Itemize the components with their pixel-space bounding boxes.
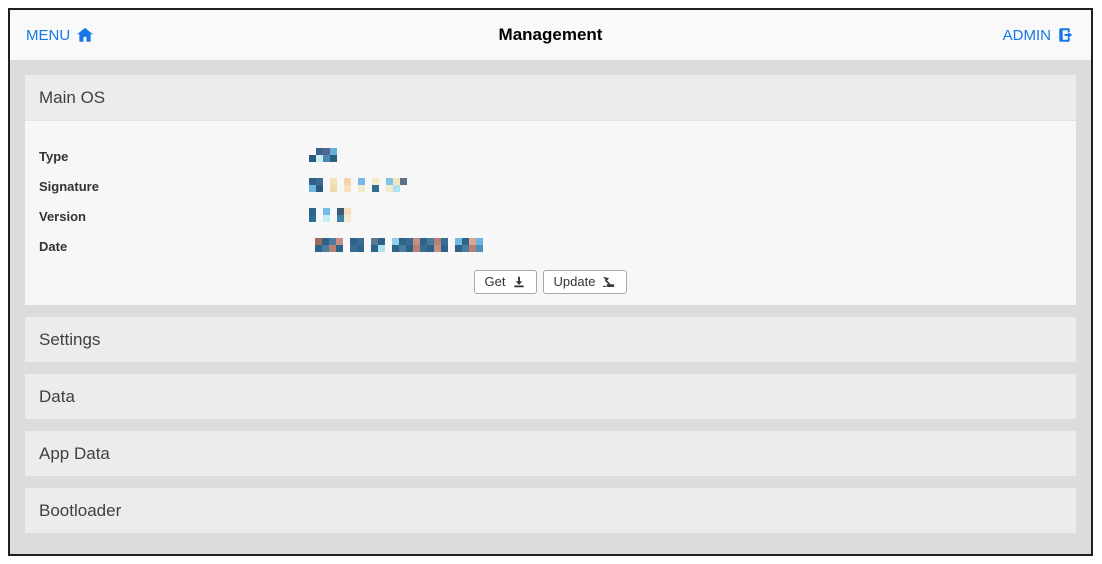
accordion-section-bootloader[interactable]: Bootloader [25,488,1076,533]
panel-app-data: App Data [25,431,1076,476]
get-button-label: Get [484,274,506,289]
panel-data: Data [25,374,1076,419]
field-value-version-redacted [309,208,351,222]
section-title: App Data [39,443,110,463]
field-label-type: Type [39,149,69,164]
section-title: Bootloader [39,500,122,520]
section-title: Data [39,386,75,406]
download-icon [513,276,524,287]
accordion-section-main-os[interactable]: Main OS [25,75,1076,120]
field-label-version: Version [39,209,86,224]
home-icon [77,27,94,42]
panel-bootloader: Bootloader [25,488,1076,533]
admin-link-label: ADMIN [1002,26,1052,44]
field-row-version: Version [39,208,1062,238]
update-button[interactable]: Update [542,270,628,294]
main-os-body: Type Signature Version Date [25,120,1076,305]
panel-settings: Settings [25,317,1076,362]
app-frame: MENU Management ADMIN [8,8,1093,556]
topbar-right: ADMIN [602,26,1075,44]
field-label-signature: Signature [39,179,99,194]
upload-icon [603,276,615,287]
field-row-signature: Signature [39,178,1062,208]
field-value-signature-redacted [309,178,407,192]
page-title: Management [498,25,603,44]
topbar-left: MENU [26,26,499,44]
field-row-type: Type [39,148,1062,178]
logout-icon [1059,28,1073,42]
update-button-label: Update [553,274,596,289]
get-button[interactable]: Get [473,270,537,294]
menu-link[interactable]: MENU [26,26,94,44]
field-value-date-redacted [309,238,483,252]
main-os-buttons: Get Update [39,270,1062,294]
field-value-type-redacted [309,148,337,162]
section-title: Settings [39,329,101,349]
field-row-date: Date [39,238,1062,268]
section-title: Main OS [39,87,106,107]
panel-main-os: Main OS Type Signature Version [25,75,1076,305]
accordion-container: Main OS Type Signature Version [10,60,1091,554]
accordion-section-settings[interactable]: Settings [25,317,1076,362]
top-bar: MENU Management ADMIN [10,10,1091,60]
topbar-center: Management [499,25,603,45]
menu-link-label: MENU [26,26,71,44]
accordion-section-data[interactable]: Data [25,374,1076,419]
accordion-section-app-data[interactable]: App Data [25,431,1076,476]
admin-logout-link[interactable]: ADMIN [1003,26,1075,44]
field-label-date: Date [39,239,68,254]
